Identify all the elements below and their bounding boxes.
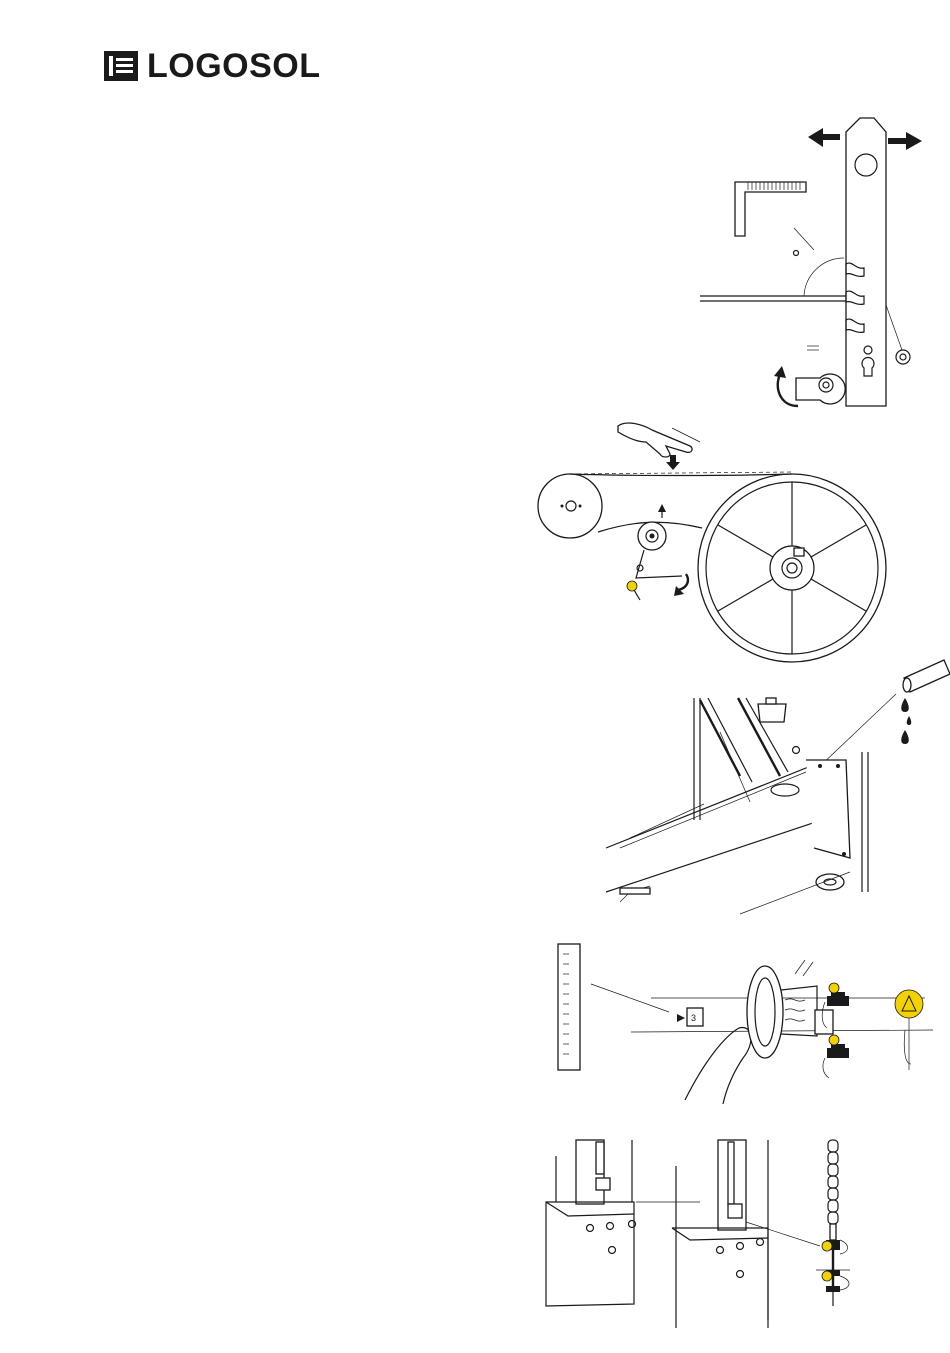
- wrench-marker-icon: [627, 581, 637, 591]
- oil-can-nozzle-icon: [903, 660, 950, 692]
- bolt-bottom-icon: [827, 1035, 849, 1058]
- belt-drive-figure: [530, 418, 890, 668]
- nut-marker-top-icon: [822, 1241, 832, 1251]
- brand-logo: LOGOSOL: [104, 49, 321, 83]
- logosol-mark-icon: [104, 51, 138, 81]
- bearing-bolts-figure: 3: [555, 940, 935, 1110]
- nut-marker-bottom-icon: [822, 1271, 832, 1281]
- oil-drops-icon: [901, 698, 911, 744]
- lubrication-figure: [600, 652, 950, 922]
- rotate-arrow-icon: [774, 366, 798, 406]
- try-square-icon: [735, 182, 806, 236]
- bolt-top-icon: [827, 983, 849, 1006]
- measuring-ruler: [558, 944, 580, 1070]
- move-right-arrow-icon: [888, 132, 922, 150]
- chain-icon: [828, 1140, 838, 1240]
- brand-name: LOGOSOL: [147, 49, 321, 83]
- move-left-arrow-icon: [808, 128, 840, 147]
- chain-tension-figure: [540, 1136, 920, 1328]
- adjustment-plate-figure: [690, 110, 930, 415]
- adjustment-plate: [846, 118, 886, 406]
- motor-pulley: [538, 474, 602, 538]
- size-tag-label: 3: [691, 1013, 696, 1023]
- pressing-hand-icon: [618, 423, 700, 457]
